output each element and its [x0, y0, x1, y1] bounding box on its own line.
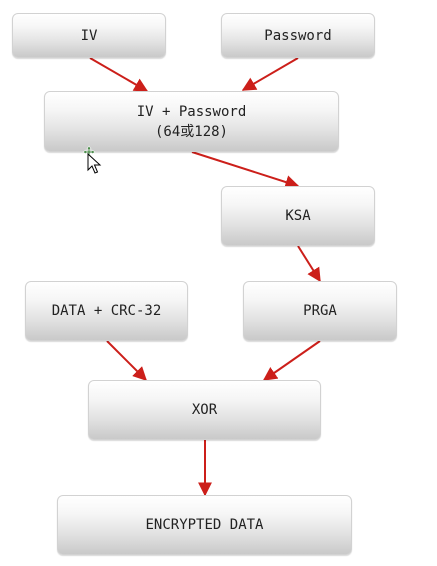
password-box: Password — [221, 13, 375, 58]
ksa-box: KSA — [221, 186, 375, 246]
xor-label: XOR — [191, 402, 218, 418]
iv-label: IV — [80, 27, 98, 44]
encrypted-data-box: ENCRYPTED DATA — [57, 495, 352, 555]
arrow-prga-to-xor — [262, 340, 321, 381]
arrow-data-crc-to-xor — [106, 340, 147, 381]
encrypted-data-label: ENCRYPTED DATA — [145, 517, 264, 533]
iv-password-bits-label: (64或128) — [154, 123, 228, 140]
arrow-ksa-to-prga — [297, 245, 321, 283]
xor-box: XOR — [88, 380, 321, 440]
password-label: Password — [264, 27, 332, 44]
data-crc-label: DATA + CRC-32 — [51, 303, 162, 319]
iv-password-box: IV + Password (64或128) — [44, 91, 339, 152]
data-crc-box: DATA + CRC-32 — [25, 281, 188, 341]
ksa-label: KSA — [285, 208, 311, 224]
arrow-iv-to-iv-password — [89, 57, 149, 92]
iv-box: IV — [12, 13, 166, 58]
prga-label: PRGA — [303, 303, 337, 319]
arrow-password-to-iv-password — [241, 57, 299, 91]
move-cursor-icon — [82, 145, 102, 174]
arrow-iv-password-to-ksa — [191, 151, 300, 189]
prga-box: PRGA — [243, 281, 397, 341]
iv-password-label: IV + Password — [136, 103, 247, 120]
